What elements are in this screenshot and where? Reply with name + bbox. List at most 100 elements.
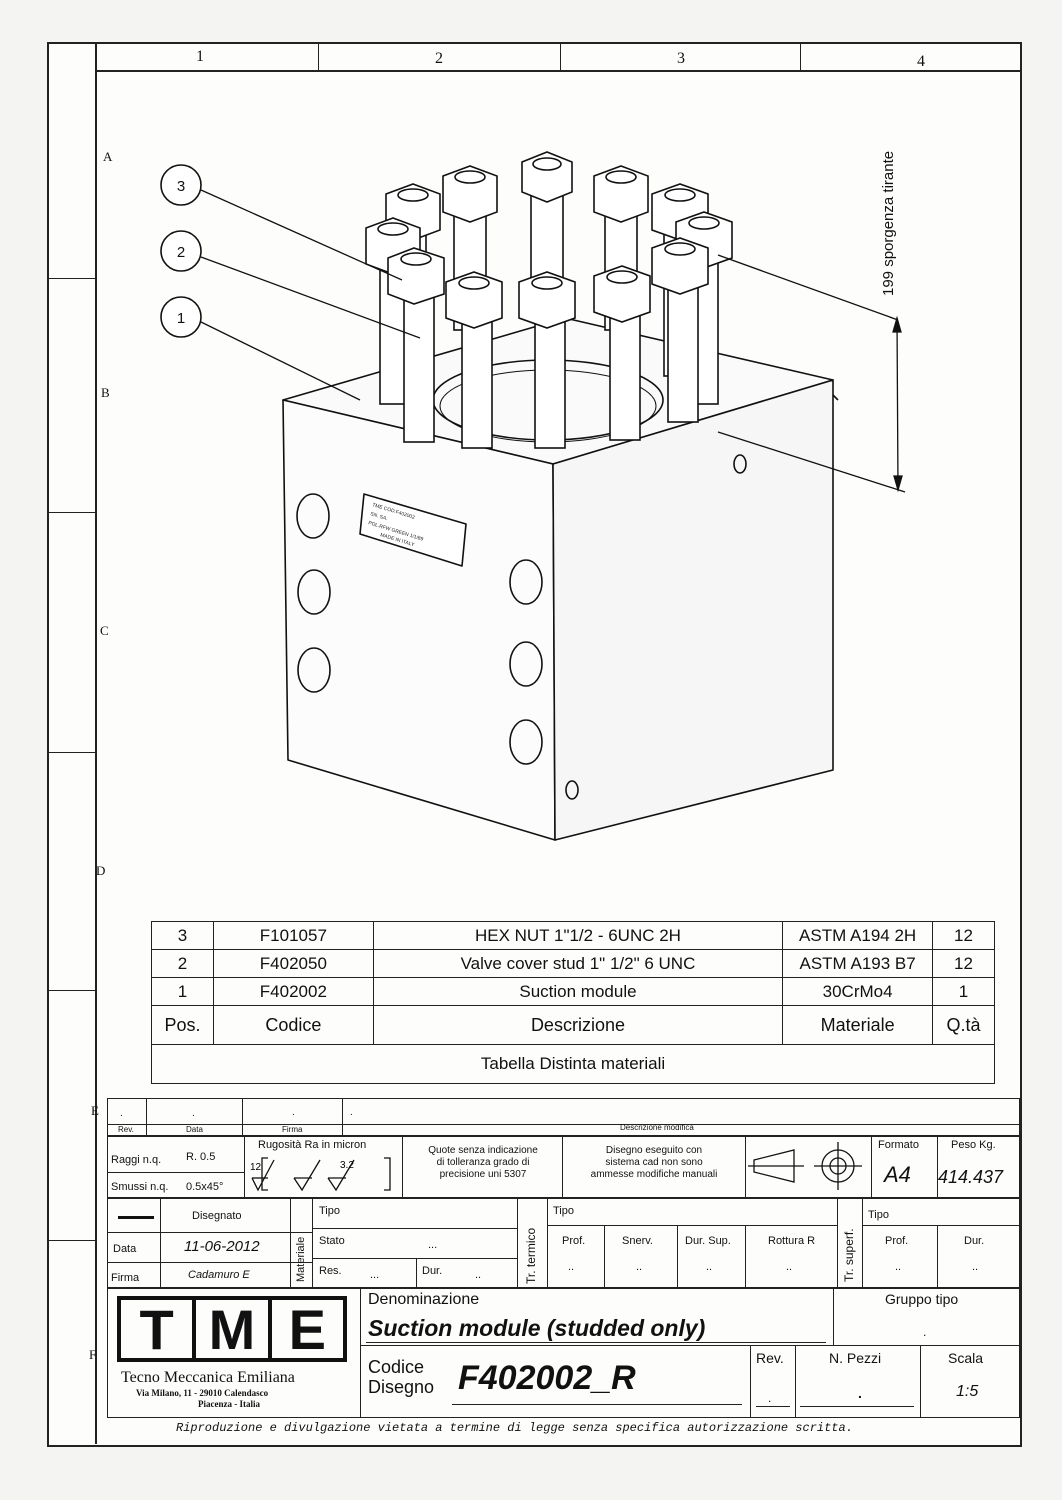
rev-desc-value: . [350, 1107, 353, 1118]
tol-divider [107, 1172, 244, 1173]
port-hole [297, 569, 331, 615]
rev-col [342, 1098, 343, 1136]
company-name: Tecno Meccanica Emiliana [121, 1369, 295, 1386]
smussi-value: 0.5x45° [186, 1181, 224, 1193]
rugosita-label: Rugosità Ra in micron [258, 1139, 367, 1151]
company-address: Via Milano, 11 - 29010 Calendasco [136, 1388, 269, 1398]
date-value: 11-06-2012 [184, 1238, 260, 1255]
company-logo: T M E [117, 1296, 347, 1362]
bom-qty: 12 [932, 949, 995, 978]
quote-note-line: Quote senza indicazione [428, 1145, 538, 1156]
stud [518, 271, 576, 449]
codice-value: F402002_R [458, 1359, 636, 1397]
tol-col [745, 1136, 746, 1198]
scala-label: Scala [948, 1350, 984, 1366]
port-hole [297, 647, 331, 693]
callout-1-label: 1 [177, 310, 185, 327]
tb-col [920, 1345, 921, 1418]
stud-set [365, 151, 733, 449]
peso-label: Peso Kg. [951, 1139, 996, 1151]
det-col [677, 1225, 678, 1288]
name-plate [359, 493, 467, 567]
row-label-e: E [91, 1103, 99, 1118]
dur-value: .. [475, 1269, 482, 1281]
raggi-label: Raggi n.q. [111, 1154, 162, 1166]
tb-col [833, 1288, 834, 1345]
row-divider [49, 990, 95, 991]
det-col [862, 1198, 863, 1288]
tol-col [402, 1136, 403, 1198]
bom-code: F402050 [212, 949, 374, 978]
snerv-value: .. [636, 1261, 643, 1273]
material-state-label: Stato [319, 1235, 345, 1247]
rottura-value: .. [786, 1261, 793, 1273]
column-strip [95, 44, 1020, 72]
det-col [837, 1198, 838, 1288]
table-row: 1 F402002 Suction module 30CrMo4 1 [151, 977, 995, 1006]
rev-sign-label: Firma [282, 1125, 303, 1134]
tr-termico-label: Tr. termico [524, 1227, 538, 1284]
row-divider [49, 752, 95, 753]
rev-value: . [120, 1108, 123, 1119]
disegnato-label: Disegnato [192, 1210, 242, 1222]
material-state-value: ... [428, 1239, 438, 1251]
title-block [107, 1288, 1020, 1418]
line-symbol [118, 1216, 154, 1219]
port-hole [509, 641, 543, 687]
projection-symbol [748, 1142, 862, 1190]
det-divider [862, 1225, 1020, 1226]
bom-header-desc: Descrizione [372, 1005, 784, 1045]
rev-descr-label: Descrizione modifica [620, 1123, 694, 1132]
rev-underline [756, 1406, 790, 1407]
bom-material: 30CrMo4 [782, 977, 934, 1006]
det-divider [547, 1225, 837, 1226]
surface-type-label: Tipo [868, 1209, 889, 1221]
prof2-label: Prof. [885, 1235, 909, 1247]
row-label-c: C [100, 623, 109, 638]
stud [387, 247, 445, 443]
row-label-a: A [103, 149, 113, 164]
logo-letter-m: M [196, 1298, 272, 1361]
smussi-label: Smussi n.q. [111, 1181, 169, 1193]
bom-desc: Valve cover stud 1" 1/2" 6 UNC [372, 949, 784, 978]
quote-note-line: precisione uni 5307 [439, 1169, 527, 1180]
col-divider [318, 44, 319, 70]
codice-label: Codice [368, 1357, 425, 1377]
bom-pos: 2 [151, 949, 214, 978]
bill-of-materials: 3 F101057 HEX NUT 1"1/2 - 6UNC 2H ASTM A… [151, 921, 995, 1084]
tol-col [244, 1136, 245, 1198]
prof2-value: .. [895, 1261, 902, 1273]
bom-code: F402002 [212, 977, 374, 1006]
callout-3 [160, 164, 202, 206]
quote-note-line: di tolleranza grado di [436, 1157, 530, 1168]
sign-value: Cadamuro E [188, 1269, 250, 1281]
res-label: Res. [319, 1265, 342, 1277]
tb-col [360, 1288, 361, 1418]
bom-header-code: Codice [212, 1005, 374, 1045]
port-hole [296, 493, 330, 539]
cad-note: Disegno eseguito con sistema cad non son… [566, 1145, 742, 1181]
sign-label: Firma [111, 1272, 140, 1284]
bom-header-material: Materiale [782, 1005, 934, 1045]
material-type-label: Tipo [319, 1205, 340, 1217]
block-left-face [282, 399, 556, 841]
npezzi-label: N. Pezzi [829, 1350, 882, 1366]
isometric-drawing: TME COD.F402002 SN. SA. POL.RFW GREEN 1/… [160, 151, 906, 841]
bom-header-qty: Q.tà [932, 1005, 995, 1045]
det-col [312, 1198, 313, 1288]
date-label: Data [113, 1243, 137, 1255]
dimension-199 [717, 254, 906, 493]
tol-col [937, 1136, 938, 1198]
det-divider [312, 1258, 517, 1259]
table-row: 2 F402050 Valve cover stud 1" 1/2" 6 UNC… [151, 949, 995, 978]
cad-note-line: sistema cad non sono [605, 1157, 703, 1168]
dur-sup-label: Dur. Sup. [685, 1235, 731, 1247]
col-divider [560, 44, 561, 70]
tol-col [562, 1136, 563, 1198]
bom-pos: 3 [151, 921, 214, 950]
materiale-label: Materiale [295, 1236, 307, 1282]
denominazione-value: Suction module (studded only) [368, 1315, 706, 1341]
rev-divider [107, 1124, 1020, 1125]
company-city: Piacenza - Italia [198, 1399, 260, 1409]
col-label-4: 4 [917, 53, 925, 70]
